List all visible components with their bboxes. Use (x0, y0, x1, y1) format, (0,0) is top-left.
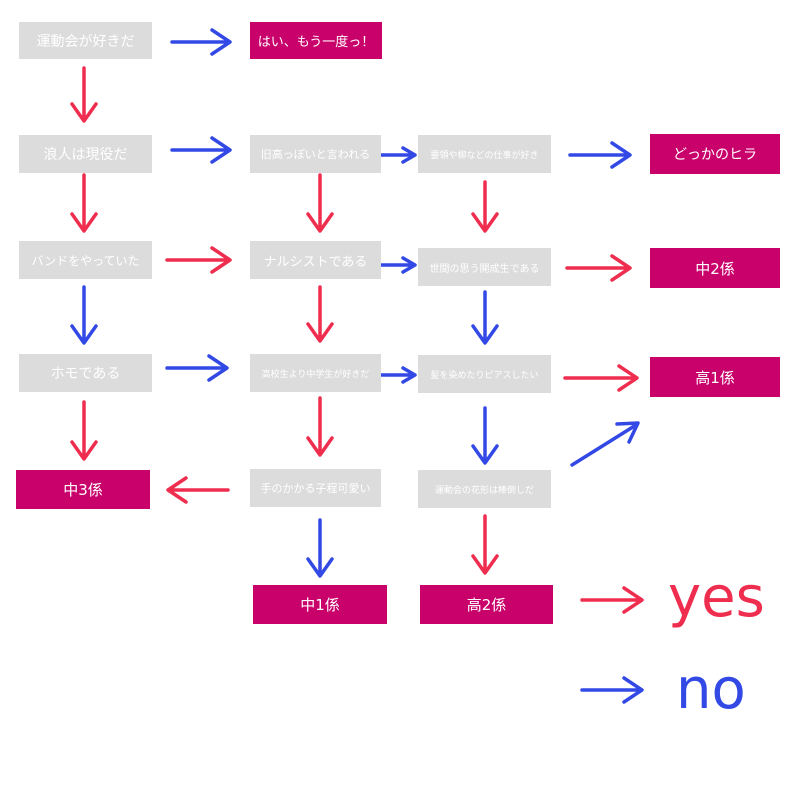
question-label: ホモである (50, 366, 121, 382)
arrow-yes (306, 173, 334, 233)
result-label: 中1係 (300, 596, 340, 614)
result-box-dokka: どっかのヒラ (650, 134, 780, 174)
result-box-ko2: 高2係 (420, 585, 553, 624)
arrow-yes (70, 66, 98, 123)
result-label: 中2係 (695, 259, 735, 278)
question-box-old-high: 旧高っぽいと言われる (250, 135, 381, 173)
arrow-no (378, 146, 417, 164)
arrow-no (170, 136, 232, 164)
question-box-flower: 運動会の花形は棒倒しだ (418, 470, 551, 508)
question-box-world: 世間の思う開成生である (418, 248, 551, 286)
arrow-no (306, 518, 334, 578)
result-box-chu3: 中3係 (16, 470, 150, 509)
arrow-yes (165, 246, 232, 274)
arrow-yes (580, 586, 644, 614)
arrow-no (165, 354, 229, 382)
question-label: 浪人は現役だ (43, 147, 128, 163)
legend-no-label: no (676, 657, 746, 722)
question-box-narcissist: ナルシストである (250, 241, 381, 279)
arrow-yes (70, 400, 98, 461)
question-label: 髪を染めたりピアスしたい (430, 370, 539, 381)
arrow-yes (306, 396, 334, 457)
question-label: 運動会が好きだ (36, 33, 135, 50)
question-box-sports-day: 運動会が好きだ (19, 22, 152, 59)
result-label: はい、もう一度っ！ (257, 35, 375, 50)
result-box-again: はい、もう一度っ！ (250, 22, 382, 59)
question-box-band: バンドをやっていた (19, 241, 152, 279)
result-box-chu1: 中1係 (253, 585, 387, 624)
question-label: 手のかかる子程可愛い (260, 482, 371, 495)
arrow-no (471, 406, 499, 465)
arrow-yes (166, 476, 230, 504)
question-box-likes-middle: 高校生より中学生が好きだ (250, 354, 381, 392)
question-label: ナルシストである (263, 254, 368, 270)
question-box-homo: ホモである (19, 354, 152, 392)
question-box-ronin: 浪人は現役だ (19, 135, 152, 173)
result-label: どっかのヒラ (673, 147, 757, 163)
arrow-no (471, 290, 499, 345)
arrow-no (378, 366, 417, 384)
question-box-dye-hair: 髪を染めたりピアスしたい (418, 355, 551, 393)
result-label: 高1係 (695, 368, 735, 387)
result-box-chu2: 中2係 (650, 248, 780, 288)
question-box-childcare: 手のかかる子程可愛い (250, 469, 381, 507)
question-label: 高校生より中学生が好きだ (261, 369, 370, 380)
arrow-yes (565, 254, 632, 282)
question-label: 旧高っぽいと言われる (260, 148, 371, 161)
arrow-yes (306, 285, 334, 343)
arrow-no (580, 676, 644, 704)
arrow-no (378, 256, 417, 274)
arrow-yes (471, 180, 499, 233)
arrow-no (70, 285, 98, 345)
arrow-no (570, 421, 640, 467)
result-label: 中3係 (63, 481, 103, 499)
result-label: 高2係 (466, 596, 507, 614)
arrow-no (170, 28, 232, 56)
arrow-yes (471, 514, 499, 575)
question-label: 世間の思う開成生である (429, 263, 540, 275)
question-label: 要領や柳などの仕事が好き (430, 150, 539, 161)
arrow-no (568, 141, 632, 169)
question-label: 運動会の花形は棒倒しだ (434, 485, 534, 496)
question-label: バンドをやっていた (31, 253, 140, 268)
question-box-job: 要領や柳などの仕事が好き (418, 135, 551, 173)
legend-yes-label: yes (668, 565, 765, 630)
result-box-ko1: 高1係 (650, 357, 780, 397)
arrow-yes (70, 173, 98, 233)
arrow-yes (563, 364, 639, 392)
